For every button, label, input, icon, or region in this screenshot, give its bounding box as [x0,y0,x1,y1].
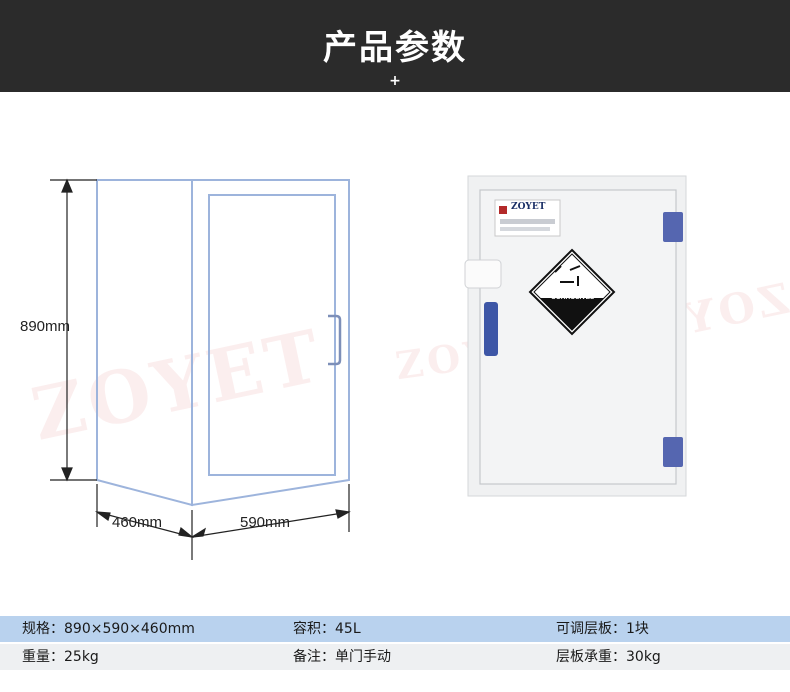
brand-plate-logo: ZOYET [511,202,546,212]
hinge-bottom [663,437,683,467]
spec-row: 重量：25kg 备注：单门手动 层板承重：30kg [0,644,790,670]
hazard-diamond [528,248,616,336]
spec-weight: 重量：25kg [22,649,99,665]
hinge-top [663,212,683,242]
door-latch [464,259,502,289]
spec-shelves: 可调层板：1块 [556,621,649,637]
product-stage: ZOYET ZOYET ZOYET 890mm [0,92,790,614]
spec-size: 规格：890×590×460mm [22,621,195,637]
page-header: 产品参数 + [0,0,790,92]
spec-note: 备注：单门手动 [293,649,391,665]
dimension-height-label: 890mm [20,318,71,335]
spec-table: 规格：890×590×460mm 容积：45L 可调层板：1块 重量：25kg … [0,614,790,692]
header-plus-mark: + [389,73,401,89]
cabinet-door [479,189,677,485]
dimension-width-label: 590mm [240,514,291,531]
spec-row: 规格：890×590×460mm 容积：45L 可调层板：1块 [0,616,790,642]
spec-shelf-load: 层板承重：30kg [556,649,661,665]
hazard-label: CORROSIVES [551,294,595,301]
cabinet-dimension-drawing [50,178,351,560]
cabinet-photo [464,175,687,497]
header-title: 产品参数 [323,28,467,68]
spec-volume: 容积：45L [293,621,361,637]
dimension-depth-label: 460mm [112,514,163,531]
door-handle [484,302,498,356]
